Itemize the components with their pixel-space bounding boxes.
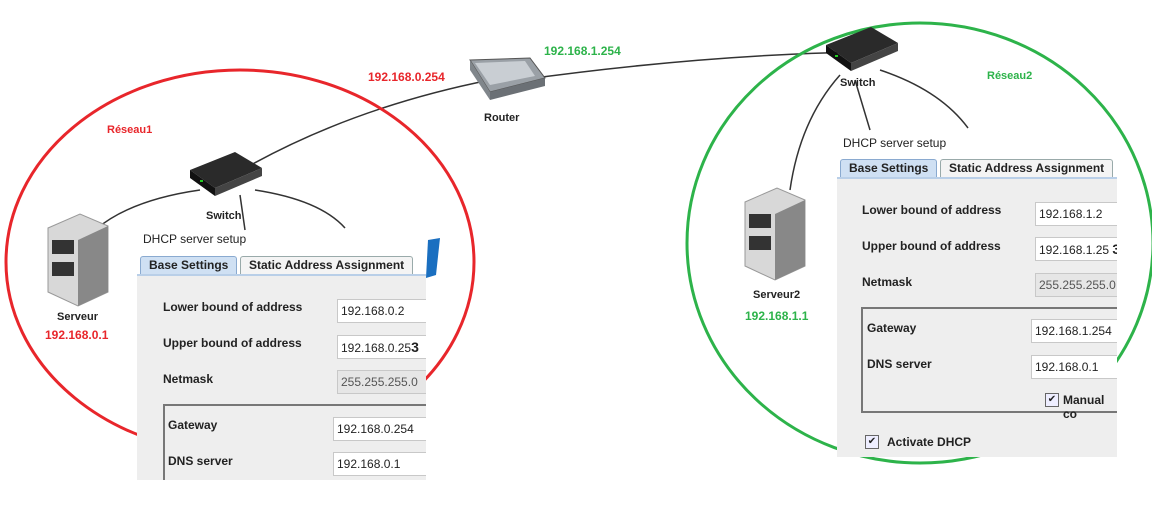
- laptop-icon: [426, 238, 440, 278]
- switch1-label: Switch: [206, 210, 242, 222]
- server1-ip: 192.168.0.1: [45, 328, 109, 342]
- reseau2-label: Réseau2: [987, 70, 1033, 82]
- netmask-input[interactable]: 255.255.255.0: [337, 370, 426, 394]
- dhcp2-gateway-group: [861, 307, 1117, 413]
- netmask-input[interactable]: 255.255.255.0: [1035, 273, 1117, 297]
- router-icon: [469, 57, 546, 100]
- server2-ip: 192.168.1.1: [745, 309, 809, 323]
- activate-dhcp-checkbox[interactable]: ✔: [865, 435, 879, 449]
- dns-input[interactable]: 192.168.0.1: [1031, 355, 1117, 379]
- router-label: Router: [484, 112, 520, 124]
- upper-bound-suffix: 3: [1112, 241, 1117, 257]
- upper-bound-suffix: 3: [411, 339, 419, 355]
- dns-label: DNS server: [168, 454, 233, 468]
- upper-bound-input[interactable]: 192.168.0.253: [337, 335, 426, 359]
- tab-base-settings[interactable]: Base Settings: [840, 159, 938, 177]
- link-switch2-right: [879, 69, 969, 129]
- link-switch1-server1: [94, 189, 201, 231]
- lower-bound-input[interactable]: 192.168.1.2: [1035, 202, 1117, 226]
- link-switch2-down: [854, 79, 871, 131]
- switch1-icon: [190, 152, 262, 196]
- switch2-label: Switch: [840, 77, 876, 89]
- router-ip-left: 192.168.0.254: [368, 70, 445, 84]
- dhcp1-gateway-group: [163, 404, 426, 480]
- dhcp2-title: DHCP server setup: [843, 136, 947, 150]
- link-switch1-router: [224, 79, 491, 181]
- switch2-icon: [826, 27, 898, 71]
- gateway-label: Gateway: [168, 418, 218, 432]
- netmask-label: Netmask: [862, 275, 913, 289]
- manual-checkbox[interactable]: ✔: [1045, 393, 1059, 407]
- gateway-label: Gateway: [867, 321, 917, 335]
- gateway-input[interactable]: 192.168.1.254: [1031, 319, 1117, 343]
- dns-input[interactable]: 192.168.0.1: [333, 452, 426, 476]
- server1-icon: [47, 213, 109, 307]
- upper-bound-label: Upper bound of address: [163, 336, 302, 350]
- dhcp1-tabs: Base Settings Static Address Assignment: [137, 254, 426, 276]
- reseau1-label: Réseau1: [107, 124, 153, 136]
- tab-static-address[interactable]: Static Address Assignment: [240, 256, 414, 274]
- upper-bound-value: 192.168.0.25: [341, 341, 412, 355]
- router-ip-right: 192.168.1.254: [544, 44, 621, 58]
- link-router-switch2: [519, 51, 861, 81]
- lower-bound-input[interactable]: 192.168.0.2: [337, 299, 426, 323]
- netmask-label: Netmask: [163, 372, 214, 386]
- activate-dhcp-label: Activate DHCP: [887, 435, 972, 449]
- server2-label: Serveur2: [753, 289, 801, 301]
- reseau2-ellipse: [685, 21, 1152, 465]
- tab-static-address[interactable]: Static Address Assignment: [940, 159, 1114, 177]
- dhcp1-title: DHCP server setup: [143, 232, 247, 246]
- link-switch2-server2: [789, 74, 841, 191]
- upper-bound-input[interactable]: 192.168.1.25 3: [1035, 237, 1117, 261]
- dhcp1-panel: Base Settings Static Address Assignment …: [137, 254, 426, 480]
- lower-bound-label: Lower bound of address: [862, 203, 1002, 217]
- link-switch1-right: [254, 189, 346, 229]
- server1-label: Serveur: [57, 311, 98, 323]
- upper-bound-value: 192.168.1.25: [1039, 243, 1110, 257]
- upper-bound-label: Upper bound of address: [862, 239, 1001, 253]
- manual-label: Manual co: [1063, 393, 1105, 421]
- gateway-input[interactable]: 192.168.0.254: [333, 417, 426, 441]
- lower-bound-label: Lower bound of address: [163, 300, 303, 314]
- link-switch1-down: [239, 194, 246, 231]
- dns-label: DNS server: [867, 357, 932, 371]
- server2-icon: [744, 187, 806, 281]
- dhcp2-tabs: Base Settings Static Address Assignment: [837, 157, 1117, 179]
- tab-base-settings[interactable]: Base Settings: [140, 256, 238, 274]
- dhcp2-panel: Base Settings Static Address Assignment …: [837, 157, 1117, 457]
